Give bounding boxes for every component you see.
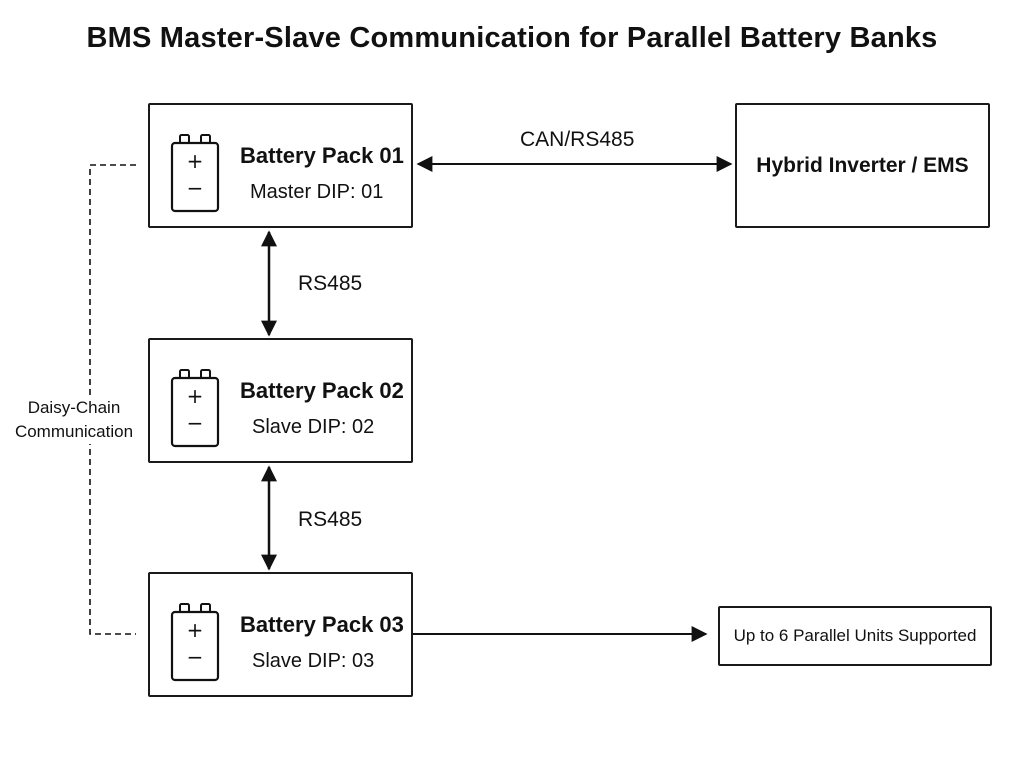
minus-sign: − (187, 645, 204, 669)
diagram-title: BMS Master-Slave Communication for Paral… (86, 22, 938, 54)
plus-sign: + (187, 149, 204, 173)
plus-sign: + (187, 384, 204, 408)
battery-icon: + − (170, 369, 220, 448)
plus-sign: + (187, 618, 204, 642)
battery-icon: + − (170, 134, 220, 213)
minus-sign: − (187, 176, 204, 200)
minus-sign: − (187, 411, 204, 435)
pack-name: Battery Pack 03 (240, 612, 404, 637)
pack-dip-setting: Slave DIP: 03 (252, 650, 375, 672)
battery-pack-03: + − Battery Pack 03 Slave DIP: 03 (148, 572, 413, 697)
can-rs485-label: CAN/RS485 (520, 128, 635, 151)
hybrid-inverter-box: Hybrid Inverter / EMS (735, 103, 990, 228)
battery-pack-01: + − Battery Pack 01 Master DIP: 01 (148, 103, 413, 228)
rs485-label-2: RS485 (298, 508, 363, 531)
pack-dip-setting: Slave DIP: 02 (252, 416, 375, 438)
daisy-chain-label-line1: Daisy-Chain (27, 398, 121, 417)
daisy-chain-label-line2: Communication (14, 422, 134, 441)
battery-icon: + − (170, 603, 220, 682)
parallel-units-note: Up to 6 Parallel Units Supported (718, 606, 992, 666)
daisy-chain-label: Daisy-Chain Communication (8, 396, 140, 444)
pack-dip-setting: Master DIP: 01 (250, 181, 384, 203)
pack-name: Battery Pack 01 (240, 143, 404, 168)
battery-pack-02: + − Battery Pack 02 Slave DIP: 02 (148, 338, 413, 463)
pack-name: Battery Pack 02 (240, 378, 404, 403)
rs485-label-1: RS485 (298, 272, 363, 295)
